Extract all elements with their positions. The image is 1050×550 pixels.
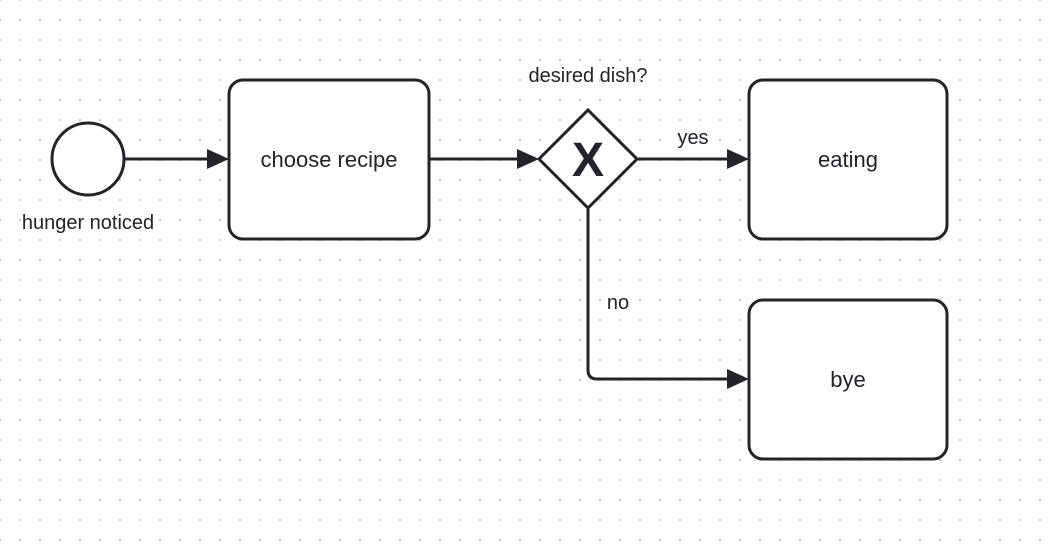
task-eating[interactable]: eating — [747, 78, 949, 241]
flow-start-to-task[interactable] — [124, 149, 229, 169]
flow-no[interactable] — [586, 209, 749, 389]
gateway-label: desired dish? — [529, 65, 648, 87]
flow-line — [586, 209, 732, 381]
task-label: eating — [818, 147, 878, 172]
arrowhead-icon — [207, 149, 229, 169]
task-box — [747, 298, 949, 461]
start-event-circle — [50, 121, 126, 197]
flow-no-label: no — [607, 292, 629, 314]
start-event-label: hunger noticed — [22, 212, 154, 234]
arrowhead-icon — [727, 369, 749, 389]
exclusive-gateway[interactable]: X — [536, 107, 640, 211]
arrowhead-icon — [727, 149, 749, 169]
task-label: bye — [830, 367, 865, 392]
flow-yes-label: yes — [677, 127, 708, 149]
task-bye[interactable]: bye — [747, 298, 949, 461]
start-event[interactable] — [50, 121, 126, 197]
task-label: choose recipe — [261, 147, 398, 172]
arrowhead-icon — [517, 149, 539, 169]
task-box — [747, 78, 949, 241]
task-choose-recipe[interactable]: choose recipe — [227, 78, 431, 241]
flow-task-to-gateway[interactable] — [429, 149, 539, 169]
gateway-x-icon: X — [572, 134, 604, 187]
task-box — [227, 78, 431, 241]
flow-yes[interactable] — [637, 149, 749, 169]
gateway-diamond — [536, 107, 640, 211]
